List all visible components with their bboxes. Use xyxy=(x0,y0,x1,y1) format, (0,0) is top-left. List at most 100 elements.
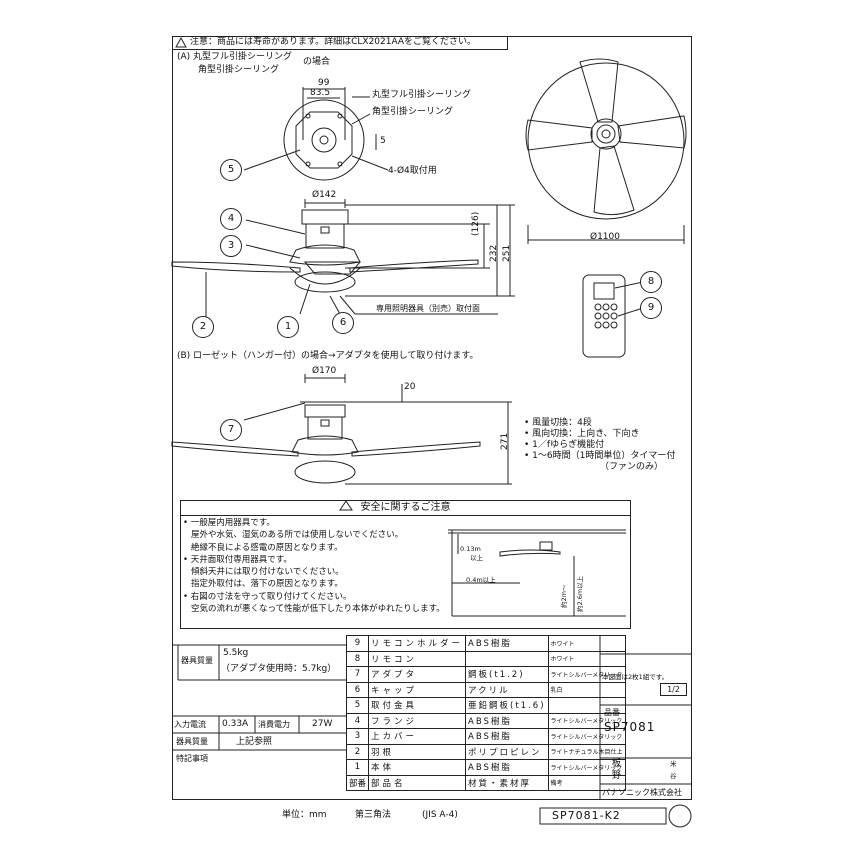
standard-label: (JIS A-4) xyxy=(422,810,458,820)
section-b-title: (B) ローゼット（ハンガー付）の場合→アダプタを使用して取り付けます。 xyxy=(177,351,479,361)
drawing-frame xyxy=(172,36,692,800)
parts-cell-nm: 本体 xyxy=(368,759,467,776)
parts-cell-no: 2 xyxy=(345,743,370,760)
safety-line: 指定外取付は、落下の原因となります。 xyxy=(191,579,343,590)
sheet-number: 1/2 xyxy=(660,683,687,696)
parts-cell-rm: 備考 xyxy=(547,774,626,791)
parts-cell-nm: 羽根 xyxy=(368,743,467,760)
dim-013: 0.13m xyxy=(460,545,481,553)
notice-bar: 注意：商品には寿命があります。詳細はCLX2021AAをご覧ください。 xyxy=(172,36,508,50)
feature-item: • 1／fゆらぎ機能付 xyxy=(524,440,605,450)
callout-9: 9 xyxy=(640,297,662,319)
current-value: 0.33A xyxy=(222,719,249,729)
parts-cell-rm: ライトナチュラル木目仕上 xyxy=(547,743,626,760)
dim-271: 271 xyxy=(500,432,510,450)
callout-5: 5 xyxy=(220,159,242,181)
table-header-row: 部番部品名材質・素材厚備考 xyxy=(345,774,626,791)
label-round-ceiling: 丸型フル引掛シーリング xyxy=(372,90,472,100)
dim-04: 0.4m以上 xyxy=(466,576,496,584)
parts-cell-mt: ABS樹脂 xyxy=(465,759,549,776)
parts-cell-nm: 部品名 xyxy=(368,774,467,791)
drawing-number: SP7081-K2 xyxy=(552,809,621,822)
unit-label: 単位：mm xyxy=(282,810,327,820)
projection-label: 第三角法 xyxy=(355,810,392,820)
dim-5: 5 xyxy=(380,136,386,146)
model-label: 品番 xyxy=(604,708,620,717)
parts-cell-nm: キャップ xyxy=(368,681,467,698)
weight-adapter-value: （アダプタ使用時：5.7kg） xyxy=(221,664,337,674)
parts-cell-rm: 乳白 xyxy=(547,681,626,698)
callout-6: 6 xyxy=(332,312,354,334)
parts-cell-rm: ホワイト xyxy=(547,650,626,667)
safety-text: • 一般屋内用器具です。 屋外や水気、湿気のある所では使用しないでください。 絶… xyxy=(183,517,445,615)
dim-170: Ø170 xyxy=(312,366,337,376)
safety-line: • 一般屋内用器具です。 xyxy=(183,518,275,528)
dim-26m: 約2.6m以上 xyxy=(576,575,584,612)
parts-cell-no: 1 xyxy=(345,759,370,776)
feature-item: • 1〜6時間（1時間単位）タイマー付 xyxy=(524,451,676,461)
weight-value: 5.5kg xyxy=(223,648,249,658)
parts-cell-mt: 鋼板(t1.2) xyxy=(465,666,549,683)
parts-cell-mt: ABS樹脂 xyxy=(465,728,549,745)
callout-8: 8 xyxy=(640,271,662,293)
sheet-note: 本図面は2枚1組です。 xyxy=(602,673,669,681)
parts-cell-no: 部番 xyxy=(345,774,370,791)
label-mount-holes: 4-Ø4取付用 xyxy=(388,166,437,176)
dim-232: 232 xyxy=(489,244,499,262)
dim-83: 83.5 xyxy=(310,88,331,98)
callout-7: 7 xyxy=(220,419,242,441)
safety-line: • 天井面取付専用器具です。 xyxy=(183,554,292,565)
dim-1100: Ø1100 xyxy=(590,232,620,242)
parts-cell-nm: アダプタ xyxy=(368,666,467,683)
callout-2: 2 xyxy=(192,316,214,338)
callout-3: 3 xyxy=(220,235,242,257)
parts-cell-mt: 材質・素材厚 xyxy=(465,774,549,791)
safety-line: 空気の流れが悪くなって性能が低下したり本体がゆれたりします。 xyxy=(191,604,445,615)
parts-cell-no: 4 xyxy=(345,712,370,729)
notice-text: 注意：商品には寿命があります。詳細はCLX2021AAをご覧ください。 xyxy=(190,37,477,47)
power-value: 27W xyxy=(312,719,333,729)
safety-box: 安全に関するご注意 • 一般屋内用器具です。 屋外や水気、湿気のある所では使用し… xyxy=(180,500,631,629)
safety-line: 屋外や水気、湿気のある所では使用しないでください。 xyxy=(191,530,404,541)
safety-line: • 右図の寸法を守って取り付けてください。 xyxy=(183,591,352,602)
callout-1: 1 xyxy=(277,316,299,338)
current-label: 入力電流 xyxy=(174,720,206,729)
parts-cell-mt: 亜鉛鋼板(t1.6) xyxy=(465,697,549,714)
dim-013-suffix: 以上 xyxy=(470,554,483,562)
mass-label: 器具質量 xyxy=(176,737,208,746)
parts-cell-mt xyxy=(465,650,549,667)
company-name: パナソニック株式会社 xyxy=(602,788,682,797)
safety-heading: 安全に関するご注意 xyxy=(181,501,630,516)
mass-value: 上記参照 xyxy=(236,737,273,747)
special-label: 特記事項 xyxy=(176,754,208,763)
dim-126: (126) xyxy=(471,211,481,236)
feature-list: • 風量切換：4段 • 風向切換：上向き、下向き • 1／fゆらぎ機能付 • 1… xyxy=(524,418,675,473)
weight-label: 器具質量 xyxy=(181,656,213,665)
callout-4: 4 xyxy=(220,208,242,230)
parts-cell-nm: フランジ xyxy=(368,712,467,729)
approver-2: 野 xyxy=(612,771,622,781)
model-number: SP7081 xyxy=(604,720,656,734)
safety-line: 絶縁不良による感電の原因となります。 xyxy=(191,542,343,553)
feature-item: • 風量切換：4段 xyxy=(524,418,592,428)
parts-cell-no: 5 xyxy=(345,697,370,714)
parts-cell-rm: ホワイト xyxy=(547,635,626,652)
label-light-mount: 専用照明器具（別売）取付面 xyxy=(376,304,480,313)
parts-cell-no: 8 xyxy=(345,650,370,667)
parts-cell-no: 9 xyxy=(345,635,370,652)
warning-icon xyxy=(175,36,187,48)
parts-cell-mt: ポリプロピレン xyxy=(465,743,549,760)
parts-cell-mt: アクリル xyxy=(465,681,549,698)
parts-cell-no: 6 xyxy=(345,681,370,698)
parts-cell-nm: リモコン xyxy=(368,650,467,667)
parts-cell-mt: ABS樹脂 xyxy=(465,712,549,729)
parts-cell-mt: ABS樹脂 xyxy=(465,635,549,652)
approver-1: 板 xyxy=(612,759,622,769)
